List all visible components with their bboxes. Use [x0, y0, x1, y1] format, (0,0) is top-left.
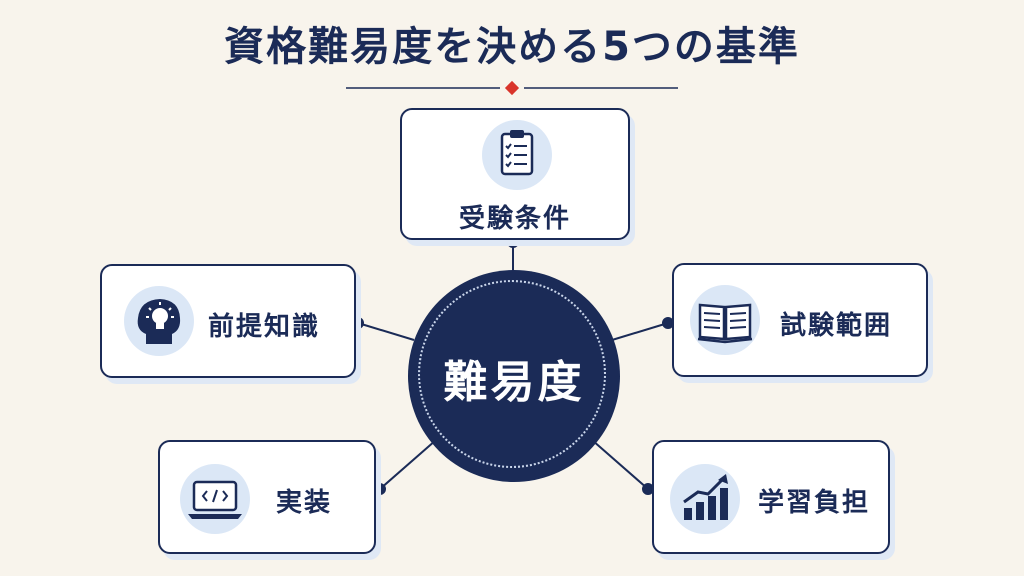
clipboard-checklist-icon: [482, 120, 552, 190]
center-label: 難易度: [443, 357, 585, 408]
criterion-label: 実装: [276, 488, 333, 518]
bar-chart-growth-icon: [670, 464, 740, 534]
lightbulb-head-icon: [124, 286, 194, 356]
criterion-card-study-burden: 学習負担: [652, 440, 890, 554]
criterion-label: 試験範囲: [780, 311, 893, 341]
title-divider: [346, 80, 678, 96]
criterion-label: 前提知識: [208, 312, 321, 342]
criterion-card-exam-scope: 試験範囲: [672, 263, 928, 377]
criterion-card-implementation: 実装: [158, 440, 376, 554]
open-book-icon: [690, 285, 760, 355]
center-difficulty-circle: 難易度: [408, 270, 620, 482]
criterion-card-prerequisite-knowledge: 前提知識: [100, 264, 356, 378]
page-title: 資格難易度を決める5つの基準: [224, 24, 800, 70]
criterion-label: 学習負担: [758, 488, 871, 518]
criterion-card-exam-requirements: 受験条件: [400, 108, 630, 240]
laptop-code-icon: [180, 464, 250, 534]
center-dotted-ring: [418, 280, 606, 468]
criterion-label: 受験条件: [458, 204, 571, 234]
